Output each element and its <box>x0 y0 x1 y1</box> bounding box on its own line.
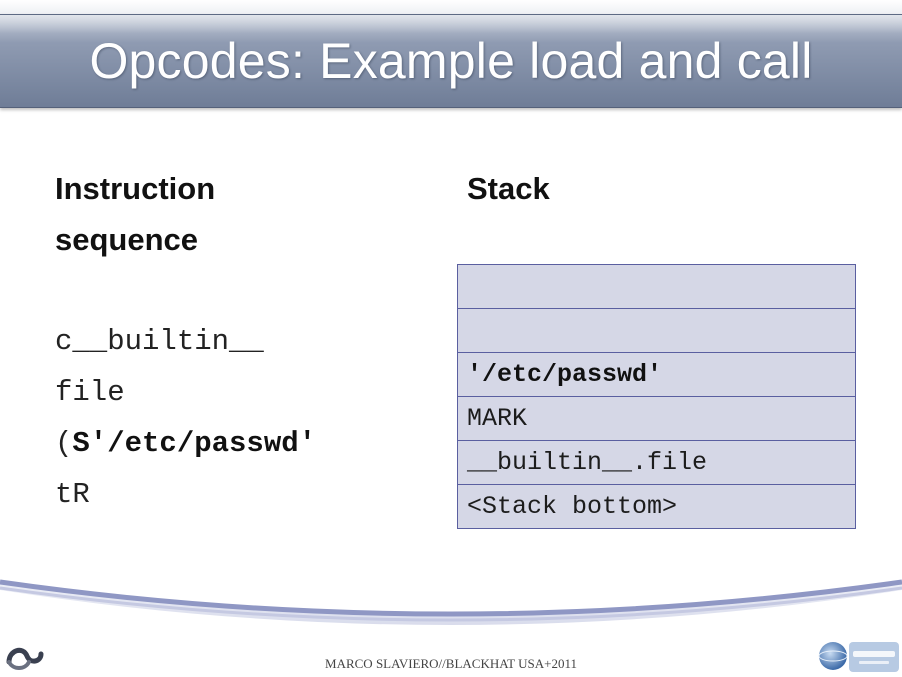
footer-credit: MARCO SLAVIERO//BLACKHAT USA+2011 <box>325 656 577 671</box>
instruction-line: file <box>55 376 125 409</box>
stack-cell-empty-top <box>457 264 856 309</box>
stack-cell-mark: MARK <box>457 396 856 441</box>
stack-cell-bottom: <Stack bottom> <box>457 484 856 529</box>
instruction-prefix: ( <box>55 427 73 460</box>
sensepost-logo-icon <box>6 647 44 670</box>
instruction-line: c__builtin__ <box>55 325 264 358</box>
stack-cell-string: '/etc/passwd' <box>457 352 856 397</box>
top-strip <box>0 0 902 14</box>
instruction-heading-line-1: Instruction <box>55 171 216 206</box>
stack-table: '/etc/passwd' MARK __builtin__.file <Sta… <box>457 264 856 529</box>
instruction-line: tR <box>55 478 90 511</box>
slide-title: Opcodes: Example load and call <box>89 33 813 89</box>
instruction-list: c__builtin__ file (S'/etc/passwd' tR <box>55 316 435 520</box>
instruction-line: (S'/etc/passwd' <box>55 418 435 469</box>
title-bar: Opcodes: Example load and call <box>0 14 902 108</box>
stack-cell-empty <box>457 308 856 353</box>
stack-heading: Stack <box>467 171 550 206</box>
bottom-swoosh-decoration <box>0 578 902 650</box>
instruction-bold-text: S'/etc/passwd' <box>72 427 317 460</box>
instruction-heading: Instruction sequence <box>55 163 355 265</box>
blackhat-logo-icon <box>818 642 899 672</box>
instruction-heading-line-2: sequence <box>55 222 199 257</box>
stack-cell-callable: __builtin__.file <box>457 440 856 485</box>
